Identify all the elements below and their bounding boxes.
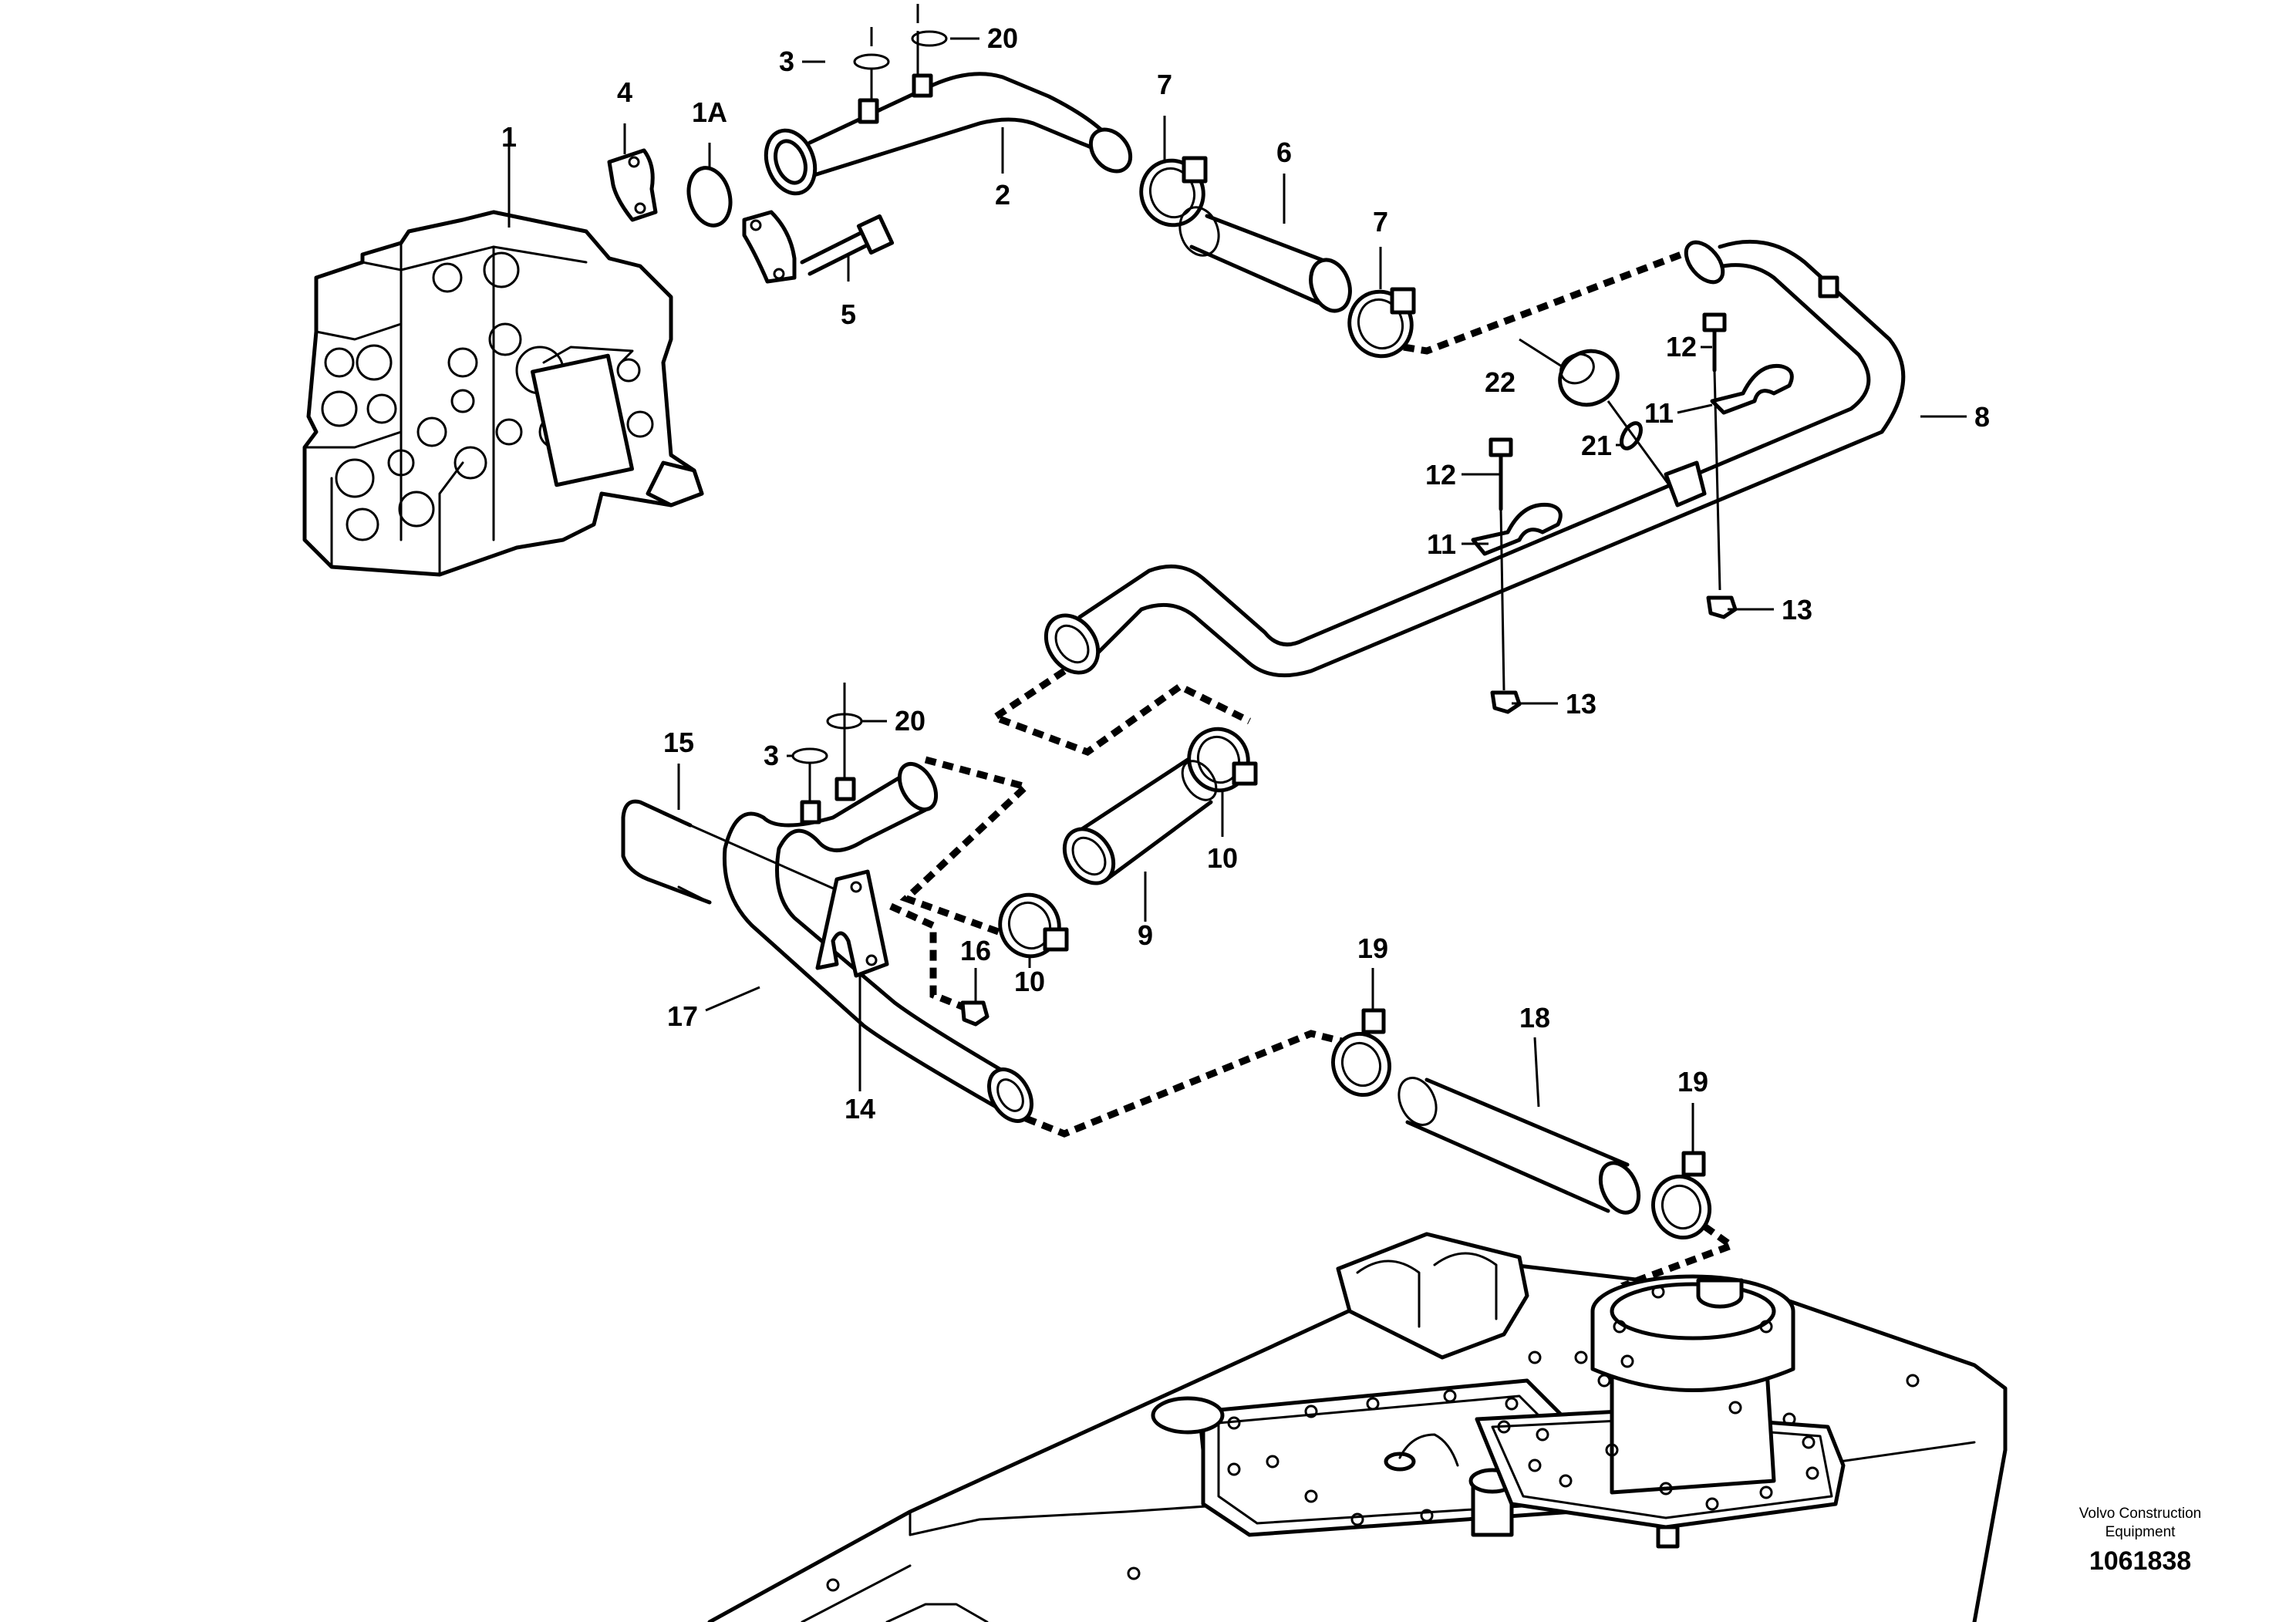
split-flange-lower bbox=[742, 210, 797, 284]
hose-9 bbox=[1062, 757, 1218, 885]
callout-17: 17 bbox=[667, 1000, 698, 1032]
guide-21-22 bbox=[1607, 400, 1671, 487]
callout-19-left: 19 bbox=[1357, 932, 1388, 964]
bolt-12-upper bbox=[1702, 312, 1727, 591]
callout-13-upper: 13 bbox=[1782, 594, 1812, 626]
callout-13-lower: 13 bbox=[1566, 688, 1596, 720]
callout-3-lower: 3 bbox=[764, 740, 779, 771]
callout-10-left: 10 bbox=[1014, 966, 1045, 997]
callout-15: 15 bbox=[663, 727, 694, 758]
brand-line-1: Volvo Construction bbox=[2079, 1506, 2201, 1522]
o-ring-1a bbox=[686, 166, 733, 228]
callout-7-upper: 7 bbox=[1157, 69, 1172, 100]
clamp-bracket-14 bbox=[815, 869, 889, 978]
bolt-12-lower bbox=[1489, 437, 1513, 691]
callout-2: 2 bbox=[995, 179, 1010, 211]
assembly-path-17-10 bbox=[899, 756, 1033, 937]
document-number: 1061838 bbox=[2089, 1546, 2191, 1576]
hose-clamp-7-upper bbox=[1139, 156, 1208, 228]
nut-13-upper bbox=[1706, 595, 1738, 619]
split-flange-4 bbox=[607, 148, 658, 222]
assembly-path-14-16 bbox=[889, 902, 973, 1014]
control-valve-block bbox=[302, 210, 704, 577]
hose-clamp-10-left bbox=[998, 892, 1069, 959]
o-ring-21 bbox=[1620, 421, 1643, 450]
nut-13-lower bbox=[1490, 690, 1522, 714]
assembly-path-8-10 bbox=[987, 668, 1252, 757]
tank-cover-screws bbox=[826, 1285, 1920, 1592]
callout-8: 8 bbox=[1974, 401, 1990, 433]
hose-6 bbox=[1178, 206, 1352, 313]
callout-12-lower: 12 bbox=[1425, 459, 1456, 491]
clip-11-lower bbox=[1471, 502, 1563, 556]
hose-clamp-19-right bbox=[1651, 1151, 1711, 1240]
hydraulic-tank bbox=[707, 1232, 2008, 1622]
nut-16 bbox=[960, 1000, 990, 1027]
callout-21: 21 bbox=[1581, 430, 1612, 461]
callout-20-lower: 20 bbox=[895, 705, 925, 737]
callout-1a: 1A bbox=[692, 96, 727, 128]
callout-16: 16 bbox=[960, 935, 991, 966]
callout-5: 5 bbox=[841, 298, 856, 330]
callout-12-upper: 12 bbox=[1666, 331, 1697, 363]
callout-10-right: 10 bbox=[1207, 842, 1238, 874]
brand-line-2: Equipment bbox=[2106, 1524, 2176, 1540]
callout-11-upper: 11 bbox=[1644, 397, 1674, 429]
hose-18 bbox=[1397, 1077, 1641, 1215]
callout-3-upper: 3 bbox=[779, 46, 794, 77]
hose-clamp-7-lower bbox=[1347, 287, 1416, 359]
callout-22: 22 bbox=[1485, 366, 1515, 398]
callout-9: 9 bbox=[1138, 919, 1153, 951]
cap-22 bbox=[1558, 349, 1620, 407]
callout-labels: 1 1A 4 5 3 20 2 7 6 7 8 22 21 11 12 12 1… bbox=[501, 22, 1990, 1125]
callout-leader-lines bbox=[507, 4, 1967, 1153]
callout-1: 1 bbox=[501, 121, 517, 153]
hose-clamp-10-right bbox=[1187, 727, 1258, 793]
clip-11-upper bbox=[1710, 363, 1794, 415]
bent-pipe-17 bbox=[722, 762, 1033, 1123]
u-bolt-15 bbox=[621, 799, 857, 905]
callout-4: 4 bbox=[617, 76, 632, 108]
callout-18: 18 bbox=[1519, 1002, 1550, 1034]
callout-19-right: 19 bbox=[1677, 1066, 1708, 1098]
upper-pipe-2 bbox=[764, 72, 1133, 196]
assembly-path-7-8 bbox=[1403, 251, 1683, 355]
assembly-path-17-19 bbox=[1024, 1030, 1344, 1138]
callout-11-lower: 11 bbox=[1427, 528, 1456, 560]
callout-7-lower: 7 bbox=[1373, 206, 1388, 238]
bent-pipe-8 bbox=[1043, 239, 1906, 678]
callout-14: 14 bbox=[845, 1093, 875, 1125]
footer-brand: Volvo Construction Equipment 1061838 bbox=[2079, 1506, 2201, 1576]
callout-6: 6 bbox=[1276, 137, 1292, 168]
bolt-5 bbox=[800, 214, 895, 276]
hose-clamp-19-left bbox=[1331, 1008, 1391, 1098]
callout-20-upper: 20 bbox=[987, 22, 1018, 54]
